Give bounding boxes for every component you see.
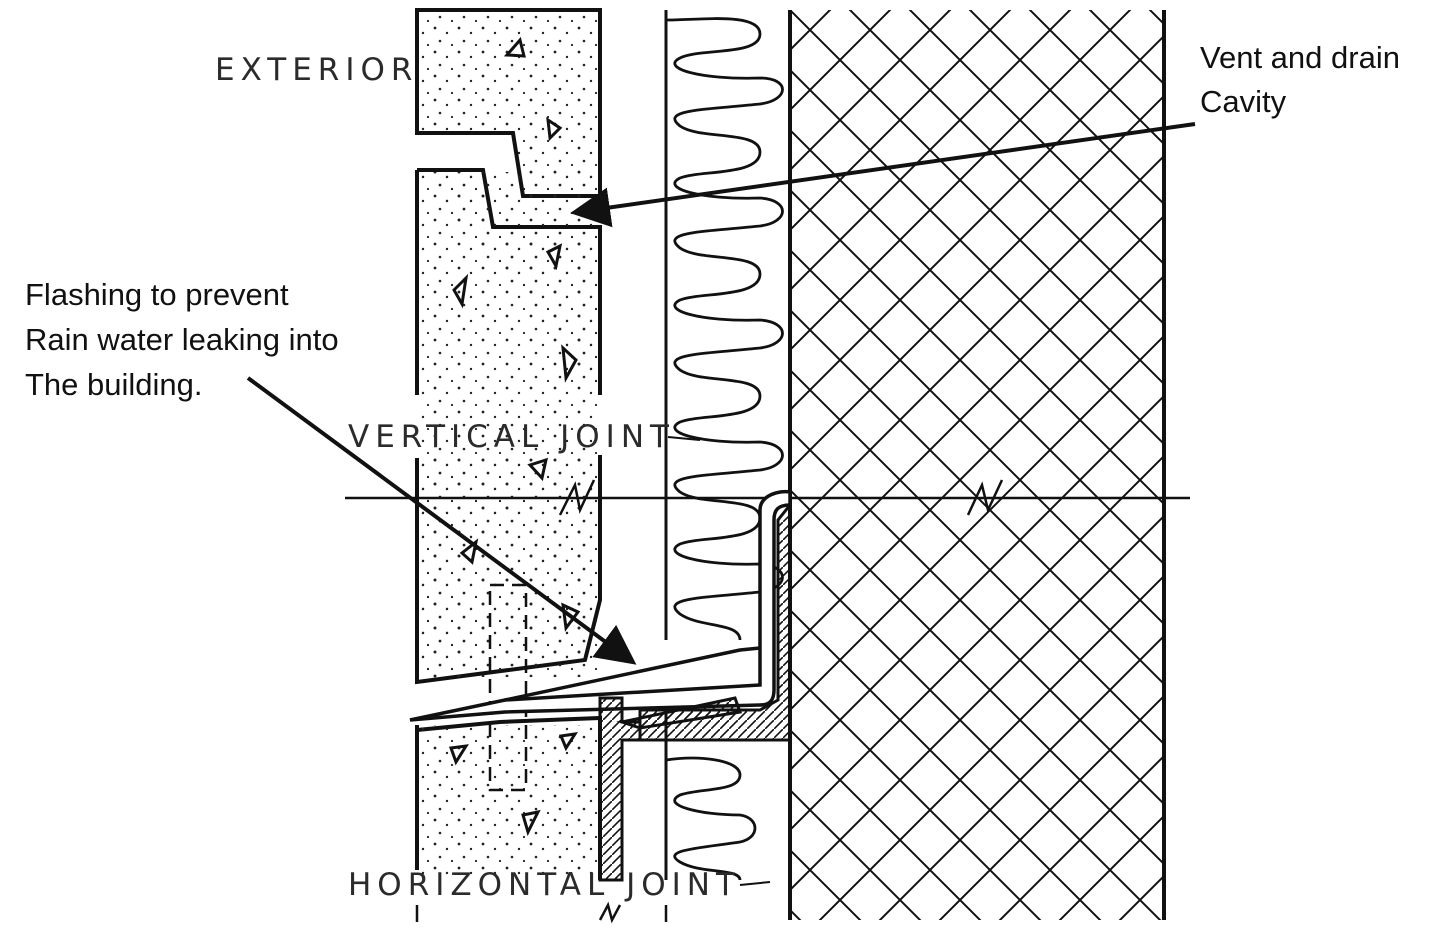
flashing-annotation-line3: The building. [25,367,203,402]
horizontal-joint-label: HORIZONTAL JOINT [348,867,741,903]
vertical-joint-label: VERTICAL JOINT [348,419,675,455]
structural-backup-wall [788,10,1166,920]
bottom-break-marks [415,901,668,924]
vent-annotation: Vent and drain Cavity [570,40,1400,228]
concrete-panel-middle [415,168,602,685]
dowel-dashed-outline [488,583,528,792]
vent-annotation-line1: Vent and drain [1200,40,1400,75]
flashing-arrow [246,376,637,665]
anchor-angle [598,500,792,882]
insulation-layer [664,10,784,881]
flashing-annotation-line1: Flashing to prevent [25,277,289,312]
concrete-panel-lower [415,715,602,880]
flashing-annotation: Flashing to prevent Rain water leaking i… [25,277,637,665]
aggregate-marks [448,36,581,837]
vent-annotation-line2: Cavity [1200,84,1287,119]
vertical-joint-leader [667,436,701,441]
flashing [409,489,792,722]
flashing-annotation-line2: Rain water leaking into [25,322,339,357]
exterior-label: EXTERIOR [215,52,418,88]
vent-arrow [570,122,1196,228]
horizontal-joint-leader [739,881,771,886]
